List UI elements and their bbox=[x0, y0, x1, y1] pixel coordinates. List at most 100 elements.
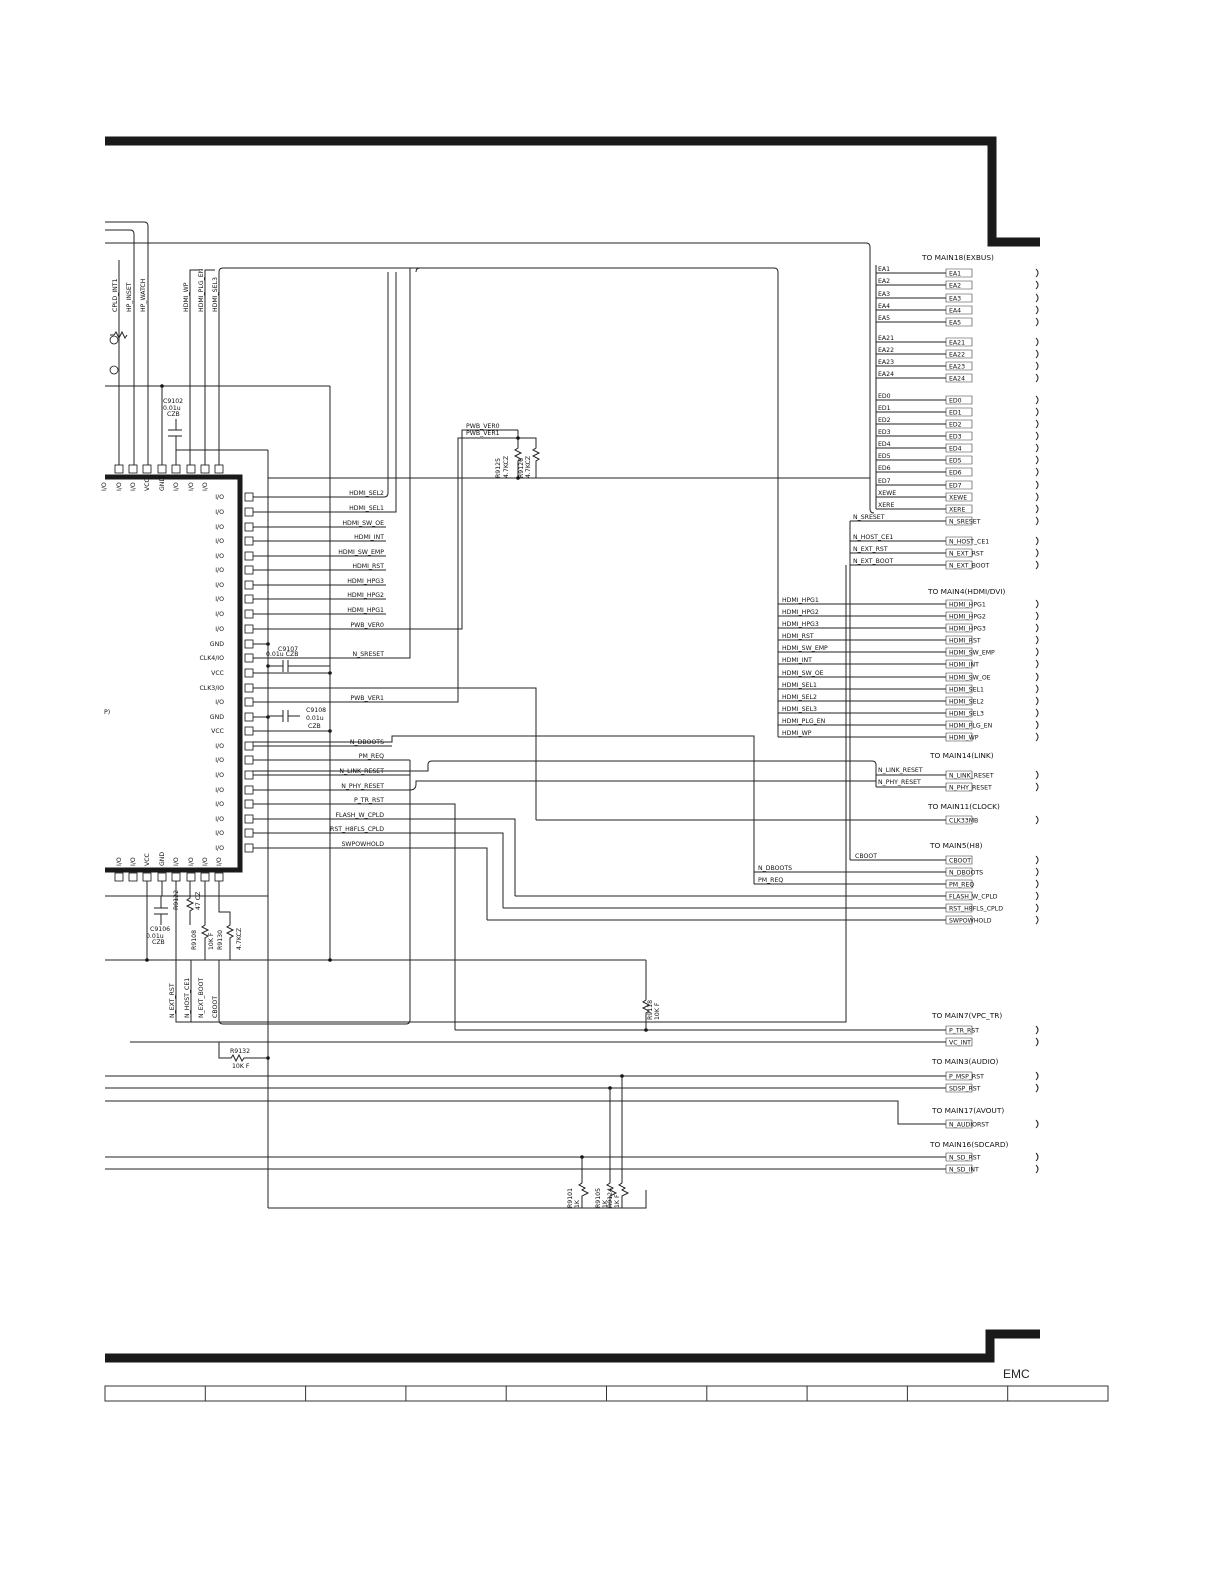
terminal-tag bbox=[945, 867, 973, 877]
terminal-end-mark bbox=[1035, 1071, 1039, 1081]
terminal-tag bbox=[945, 782, 973, 792]
exbus-net-label: XEWE bbox=[878, 490, 896, 497]
terminal-end-mark bbox=[1035, 1119, 1039, 1129]
exbus-terminal: EA5 bbox=[949, 320, 961, 327]
terminal-tag bbox=[945, 696, 973, 706]
exbus-terminal: XEWE bbox=[949, 495, 967, 502]
chip-pin-label: I/O bbox=[215, 509, 224, 516]
chip-pin-label: I/O bbox=[215, 845, 224, 852]
chip-net-label: HDMI_HPG1 bbox=[347, 607, 384, 614]
chip-pin-box bbox=[244, 697, 254, 707]
r9122-value: 47 CZ bbox=[195, 892, 202, 910]
chip-pin-box bbox=[244, 522, 254, 532]
terminal-end-mark bbox=[1035, 732, 1039, 742]
chip-pin-box bbox=[244, 741, 254, 751]
c9106-symbol bbox=[154, 896, 168, 925]
terminal-end-mark bbox=[1035, 599, 1039, 609]
chip-pin-label: GND bbox=[210, 714, 224, 721]
chip-pin-label: I/O bbox=[215, 626, 224, 633]
top-border bbox=[105, 136, 1040, 247]
top-net-label: HP_WATCH bbox=[140, 278, 147, 312]
bottom-pin-box bbox=[128, 872, 138, 882]
hdmi-net-label: HDMI_SW_EMP bbox=[782, 645, 828, 652]
bottom-pin-box bbox=[171, 872, 181, 882]
r9105-ref: R9105 bbox=[595, 1188, 602, 1208]
page-frame: EMC bbox=[104, 136, 1109, 1402]
terminal-end-mark bbox=[1035, 443, 1039, 453]
sdcard-terminal: N_SD_INT bbox=[949, 1167, 979, 1174]
terminal-tag bbox=[945, 672, 973, 682]
bottom-pin-label: I/O bbox=[130, 857, 137, 866]
exbus-net-label: EA22 bbox=[878, 347, 894, 354]
terminal-end-mark bbox=[1035, 647, 1039, 657]
terminal-end-mark bbox=[1035, 708, 1039, 718]
exbus-terminal: EA24 bbox=[949, 376, 965, 383]
terminal-tag bbox=[945, 337, 973, 347]
exbus-terminal: ED1 bbox=[949, 410, 962, 417]
link-header: TO MAIN14(LINK) bbox=[929, 751, 994, 760]
exbus-net-label: EA23 bbox=[878, 359, 894, 366]
chip-net-label: HDMI_SW_OE bbox=[342, 520, 384, 527]
exbus-terminal: EA1 bbox=[949, 271, 961, 278]
c9106-ref: C9106 bbox=[150, 926, 170, 933]
h8-net-label: CBOOT bbox=[855, 853, 877, 860]
chip-pin-box bbox=[244, 814, 254, 824]
terminal-end-mark bbox=[1035, 879, 1039, 889]
terminal-end-mark bbox=[1035, 373, 1039, 383]
vpc-terminal: P_TR_RST bbox=[949, 1028, 979, 1035]
hdmi-terminal: HDMI_PLG_EN bbox=[949, 723, 993, 730]
chip-net-label: HDMI_HPG3 bbox=[347, 578, 384, 585]
chip-pin-box bbox=[244, 594, 254, 604]
chip-pin-label: VCC bbox=[211, 670, 224, 677]
clock-header: TO MAIN11(CLOCK) bbox=[927, 802, 1000, 811]
terminal-end-mark bbox=[1035, 696, 1039, 706]
terminal-tag bbox=[945, 536, 973, 546]
exbus-terminal: ED0 bbox=[949, 398, 962, 405]
chip-pin-label: I/O bbox=[215, 538, 224, 545]
hdmi-terminal: HDMI_SEL3 bbox=[949, 711, 984, 718]
hdmi-net-label: HDMI_INT bbox=[782, 657, 812, 664]
chip-net-label: RST_H8FLS_CPLD bbox=[330, 826, 384, 833]
exbus-net-label: ED3 bbox=[878, 429, 891, 436]
hdmi-terminal: HDMI_SW_EMP bbox=[949, 650, 995, 657]
exbus-terminal: ED5 bbox=[949, 458, 962, 465]
wiring bbox=[105, 221, 946, 1209]
exbus-terminal: EA23 bbox=[949, 364, 965, 371]
c9108-ref: C9108 bbox=[306, 707, 326, 714]
top-pin-box bbox=[171, 464, 181, 474]
terminal-tag bbox=[945, 268, 973, 278]
top-pin-label: I/O bbox=[116, 482, 123, 491]
terminal-end-mark bbox=[1035, 480, 1039, 490]
chip-pin-box bbox=[244, 755, 254, 765]
avout-wire bbox=[105, 1100, 946, 1125]
c9108-symbol bbox=[268, 710, 300, 722]
hdmi-net-label: HDMI_HPG2 bbox=[782, 609, 819, 616]
vpc-terminal: VC_INT bbox=[949, 1040, 971, 1047]
h8-terminal: PM_REQ bbox=[949, 882, 974, 889]
top-pin-label: I/O bbox=[101, 482, 108, 491]
h8-net-label: PM_REQ bbox=[758, 877, 783, 884]
bottom-pin-label: I/O bbox=[116, 857, 123, 866]
chip-net-label: HDMI_SEL2 bbox=[349, 490, 384, 497]
terminal-tag bbox=[945, 770, 973, 780]
chip-pin-box bbox=[244, 580, 254, 590]
bottom-pin-label: VCC bbox=[144, 853, 151, 866]
exbus-net-label: N_EXT_BOOT bbox=[853, 558, 894, 565]
emc-label: EMC bbox=[1003, 1367, 1030, 1381]
chip-net-wire bbox=[253, 437, 530, 703]
h8-terminal: RST_H8FLS_CPLD bbox=[949, 906, 1003, 913]
terminal-tag bbox=[945, 317, 973, 327]
terminal-end-mark bbox=[1035, 855, 1039, 865]
chip-net-wire bbox=[253, 268, 411, 659]
r9130-value: 4.7KCZ bbox=[236, 928, 243, 950]
chip-net-label: N_DBOOTS bbox=[350, 739, 384, 746]
terminal-tag bbox=[945, 1037, 973, 1047]
c9107-ref: C9107 bbox=[278, 646, 298, 653]
chip-pin-label: CLK3/IO bbox=[199, 685, 224, 692]
terminal-end-mark bbox=[1035, 516, 1039, 526]
bottom-wire bbox=[175, 565, 847, 1023]
c9107-symbol bbox=[268, 660, 330, 672]
link-terminal: N_LINK_RESET bbox=[949, 773, 994, 780]
r9105-symbol bbox=[606, 1088, 618, 1208]
